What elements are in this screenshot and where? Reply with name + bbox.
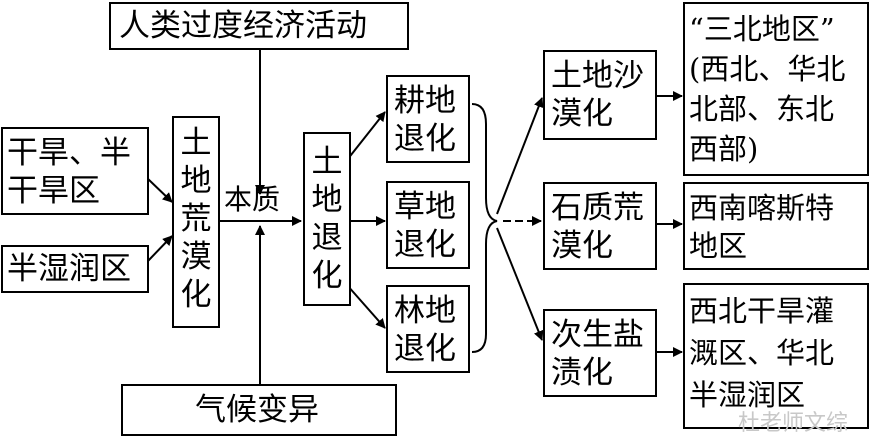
farmland-box: 耕地 退化	[386, 75, 470, 163]
watermark: 杜老师文综	[738, 411, 849, 436]
arid-box: 干旱、半 干旱区	[1, 127, 149, 215]
rocky-label: 石质荒 漠化	[551, 190, 644, 264]
climate-box: 气候变异	[121, 384, 397, 436]
farmland-label: 耕地 退化	[394, 83, 456, 157]
southwest-label: 西南喀斯特 地区	[689, 191, 835, 263]
saline-label: 次生盐 渍化	[551, 317, 644, 391]
saline-box: 次生盐 渍化	[543, 309, 657, 397]
three-north-label: “三北地区” (西北、华北 北部、东北 西部)	[689, 12, 846, 166]
semi-humid-label: 半湿润区	[7, 251, 131, 287]
human-activity-box: 人类过度经济活动	[109, 2, 409, 50]
northwest-box: 西北干旱灌 溉区、华北 半湿润区	[683, 283, 869, 429]
arrow-semihumid-to-desertification	[146, 235, 173, 263]
southwest-box: 西南喀斯特 地区	[683, 182, 869, 270]
arid-label: 干旱、半 干旱区	[7, 135, 131, 209]
land-desertification-box: 土地荒漠化	[172, 116, 220, 328]
arrow-to-forest	[346, 284, 386, 329]
semi-humid-box: 半湿润区	[1, 245, 149, 293]
arrow-to-saline	[496, 227, 544, 341]
arrow-to-sandy	[496, 97, 544, 215]
sandy-label: 土地沙 漠化	[551, 58, 644, 132]
grassland-label: 草地 退化	[394, 189, 456, 263]
grassland-box: 草地 退化	[386, 181, 470, 269]
arrow-arid-to-desertification	[146, 177, 173, 203]
land-degradation-label: 土地退化	[311, 144, 343, 294]
arrow-to-farmland	[346, 111, 386, 161]
forest-box: 林地 退化	[386, 285, 470, 373]
land-degradation-box: 土地退化	[303, 132, 351, 306]
sandy-box: 土地沙 漠化	[543, 50, 657, 140]
climate-label: 气候变异	[195, 392, 319, 428]
essence-label: 本质	[224, 183, 281, 216]
human-activity-label: 人类过度经济活动	[119, 8, 367, 44]
northwest-label: 西北干旱灌 溉区、华北 半湿润区	[689, 294, 835, 412]
rocky-box: 石质荒 漠化	[543, 182, 657, 270]
brace	[471, 103, 498, 353]
land-desertification-label: 土地荒漠化	[180, 125, 212, 313]
forest-label: 林地 退化	[394, 293, 456, 367]
three-north-box: “三北地区” (西北、华北 北部、东北 西部)	[683, 2, 869, 176]
